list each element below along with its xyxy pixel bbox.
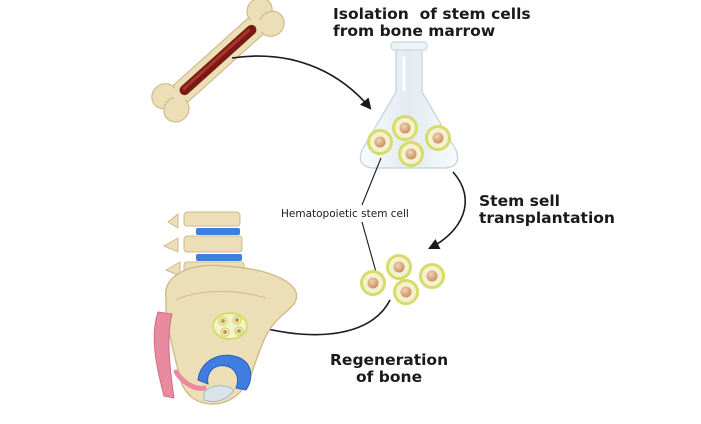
- flask-cells: [367, 115, 451, 167]
- transplant-cells: [360, 254, 445, 305]
- callout-line-flask: [361, 157, 382, 206]
- bone-cells: [212, 312, 248, 340]
- regeneration-label: Regeneration of bone: [330, 351, 449, 387]
- transplantation-label-line1: Stem sell: [479, 192, 560, 210]
- stem-cell-icon: [360, 270, 386, 296]
- regeneration-label-line1: Regeneration: [330, 351, 449, 369]
- stem-cell-icon: [392, 115, 418, 141]
- pelvis-spine-icon: [153, 211, 298, 405]
- stem-cell-icon: [367, 129, 393, 155]
- arrow-flask-to-cells: [427, 171, 467, 250]
- transplantation-label-line2: transplantation: [479, 209, 615, 228]
- stem-cell-icon: [386, 254, 412, 280]
- regeneration-label-line2: of bone: [356, 368, 423, 387]
- hematopoietic-label: Hematopoietic stem cell: [281, 208, 409, 220]
- stem-cell-icon: [393, 279, 419, 305]
- femur-bone-icon: [151, 0, 285, 123]
- transplantation-label: Stem sell transplantation: [479, 192, 615, 228]
- stem-cell-icon: [425, 125, 451, 151]
- isolation-label: Isolation of stem cells from bone marrow: [333, 5, 531, 41]
- arrow-bone-to-flask: [231, 55, 372, 110]
- isolation-label-line2: from bone marrow: [333, 22, 496, 41]
- callout-line-cells: [361, 221, 377, 273]
- isolation-label-line1: Isolation of stem cells: [333, 5, 531, 23]
- stem-cell-icon: [419, 263, 445, 289]
- arrow-cells-to-pelvis: [252, 299, 391, 336]
- stem-cell-icon: [398, 141, 424, 167]
